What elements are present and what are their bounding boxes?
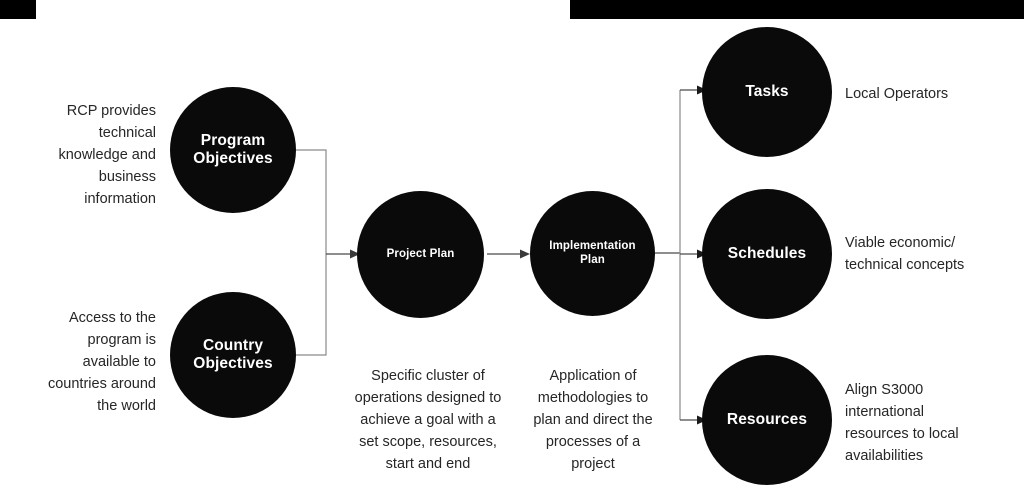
node-resources-label: Resources [726, 410, 808, 428]
connector-inputs-to-project-plan [296, 149, 327, 356]
caption-program-objectives: RCP provides technical knowledge and bus… [58, 103, 156, 208]
node-schedules[interactable]: Schedules [702, 189, 832, 319]
caption-schedules: Viable economic/ technical concepts [845, 235, 965, 274]
caption-implementation-plan: Application of methodologies to plan and… [533, 368, 653, 473]
node-resources[interactable]: Resources [702, 355, 832, 485]
caption-project-plan: Specific cluster of operations designed … [354, 368, 502, 473]
node-project-plan[interactable]: Project Plan [357, 191, 484, 318]
top-black-bar-right [570, 0, 1024, 19]
node-schedules-label: Schedules [727, 244, 807, 262]
node-tasks[interactable]: Tasks [702, 27, 832, 157]
caption-tasks: Local Operators [845, 86, 949, 102]
top-black-bar-left [0, 0, 36, 19]
caption-country-objectives: Access to the program is available to co… [47, 310, 156, 415]
arrowhead-implementation-plan [520, 249, 530, 259]
node-project-plan-label: Project Plan [386, 247, 455, 260]
caption-resources: Align S3000 international resources to l… [845, 382, 959, 465]
node-tasks-label: Tasks [745, 82, 789, 100]
